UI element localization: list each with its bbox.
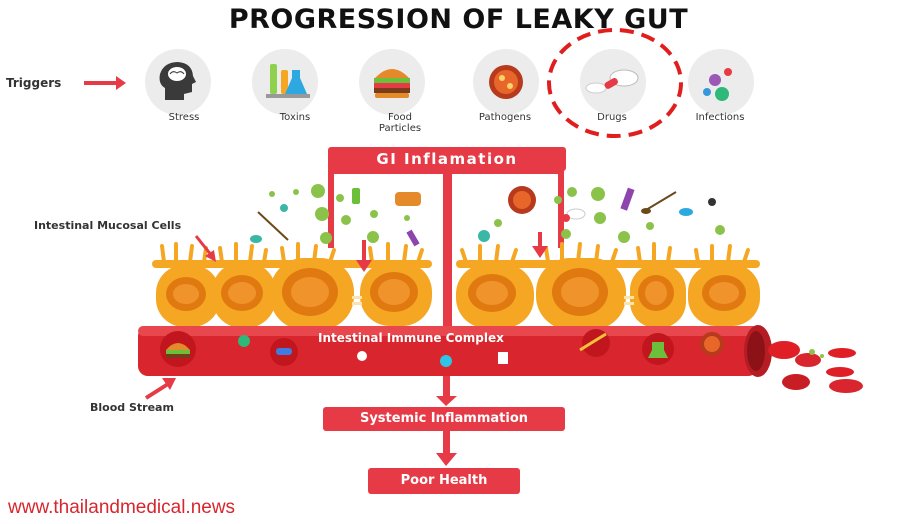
flow-arrow-2 [436, 431, 457, 466]
trigger-label-infections: Infections [695, 112, 745, 123]
blood-stream-label: Blood Stream [90, 401, 174, 414]
triggers-label: Triggers [6, 76, 62, 90]
blood-stream-arrow [144, 378, 176, 400]
intestinal-mucosal-cells-label: Intestinal Mucosal Cells [34, 219, 182, 232]
trigger-label-food-particles: Food Particles [378, 112, 422, 134]
burger-icon [374, 69, 410, 98]
poor-health-box: Poor Health [368, 468, 520, 494]
microvilli [160, 242, 750, 264]
tight-junctions [352, 296, 634, 305]
intestinal-immune-complex-label: Intestinal Immune Complex [318, 331, 504, 345]
systemic-inflammation-box: Systemic Inflammation [323, 407, 565, 431]
trigger-label-toxins: Toxins [279, 112, 311, 123]
gi-inflammation-box: GI Inflamation [328, 147, 566, 171]
flask-icon [266, 64, 310, 98]
pills-icon [585, 69, 639, 94]
trigger-label-drugs: Drugs [597, 112, 627, 123]
flow-arrow-1 [436, 376, 457, 406]
drugs-highlight-circle [547, 28, 683, 138]
trigger-label-stress: Stress [168, 112, 200, 123]
penetration-arrow-left [356, 240, 372, 272]
bacteria-icon [703, 68, 732, 101]
floating-particles [250, 184, 725, 257]
mucosal-label-arrow [194, 235, 216, 262]
triggers-arrow [84, 76, 126, 90]
vessel-contents [160, 329, 724, 367]
mucosal-cells-right [456, 258, 760, 330]
mucosal-cells-left [152, 258, 432, 330]
trigger-label-pathogens: Pathogens [478, 112, 532, 123]
red-blood-cells [768, 341, 863, 393]
gi-connector-lines [328, 168, 564, 334]
penetration-arrow-right [532, 232, 548, 258]
virus-icon [489, 65, 523, 99]
brain-icon [159, 62, 196, 100]
footer-website-link[interactable]: www.thailandmedical.news [8, 497, 236, 518]
trigger-circle-infections [688, 49, 754, 115]
